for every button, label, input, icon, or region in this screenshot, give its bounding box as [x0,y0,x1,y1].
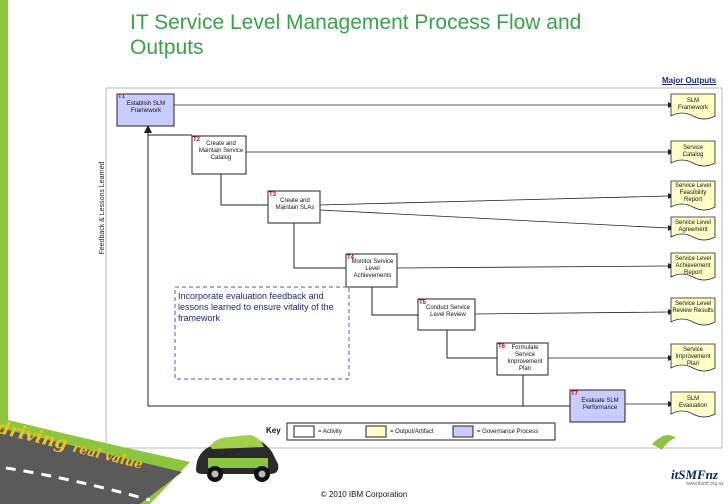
key-activity-swatch [293,425,315,438]
car-icon [196,435,279,482]
output-label: Service Level Achievement Report [674,256,712,276]
task-number-t6: T6 [498,344,506,350]
task-box-t7 [569,389,626,423]
task-label-t2: Create and Maintain Service Catalog [198,141,244,161]
task-number-t2: T2 [193,137,201,143]
output-shapes [670,93,716,418]
major-outputs-heading: Major Outputs [662,76,717,85]
itsmf-logo: itSMFnz [671,467,718,482]
task-number-t3: T3 [269,192,277,198]
page-title: IT Service Level Management Process Flow… [130,11,582,59]
output-label: Service Improvement Plan [675,347,711,367]
task-box-t2 [191,135,247,175]
feedback-lessons-label: Feedback & Lessons Learned [99,161,106,255]
task-number-t5: T5 [419,300,427,306]
key-governance-swatch [452,425,474,438]
key-output-swatch [365,425,387,438]
task-number-t1: T1 [118,94,126,100]
task-label-t4: Monitor Service Level Achievements [351,259,394,279]
key-box [286,422,556,441]
output-label: Service Level Feasibility Report [674,183,712,203]
task-number-t7: T7 [571,391,579,397]
callout-box [174,286,350,380]
key-output-label: = Output/Artifact [390,429,434,435]
task-label-t7: Evaluate SLM Performance [581,398,619,411]
output-connectors [173,104,669,405]
diagram-frame [105,87,723,449]
key-governance-label: = Governance Process [477,429,539,435]
banner-road [0,428,182,504]
itsmf-url: www.itsmf.org.nz [686,481,724,487]
task-number-t4: T4 [347,255,355,261]
task-box-t4 [345,253,398,288]
output-label: SLM Framework [677,98,708,111]
output-label: SLM Evaluation [678,396,708,409]
copyright-footer: © 2010 IBM Corporation [320,490,408,499]
feedback-arrow-head [144,125,152,133]
callout-text: Incorporate evaluation feedback and less… [178,291,334,323]
output-label: Service Level Agreement [674,220,712,233]
task-box-t1 [116,93,175,127]
output-label: Service Level Review Results [672,301,714,314]
logo-swirl-icon [652,435,676,450]
green-side-strip [0,0,8,500]
road-lane-marking [5,466,151,502]
task-box-t3 [267,190,321,224]
task-label-t5: Conduct Service Level Review [425,305,471,318]
key-activity-label: = Activity [318,429,342,435]
key-label: Key [266,426,281,435]
task-label-t3: Create and Maintain SLAs [275,198,315,211]
task-label-t1: Establish SLM Framework [126,101,166,114]
output-label: Service Catalog [682,145,704,158]
task-box-t6 [496,342,549,376]
task-label-t6: Formulate Service Improvement Plan [507,345,543,372]
task-box-t5 [417,298,476,331]
